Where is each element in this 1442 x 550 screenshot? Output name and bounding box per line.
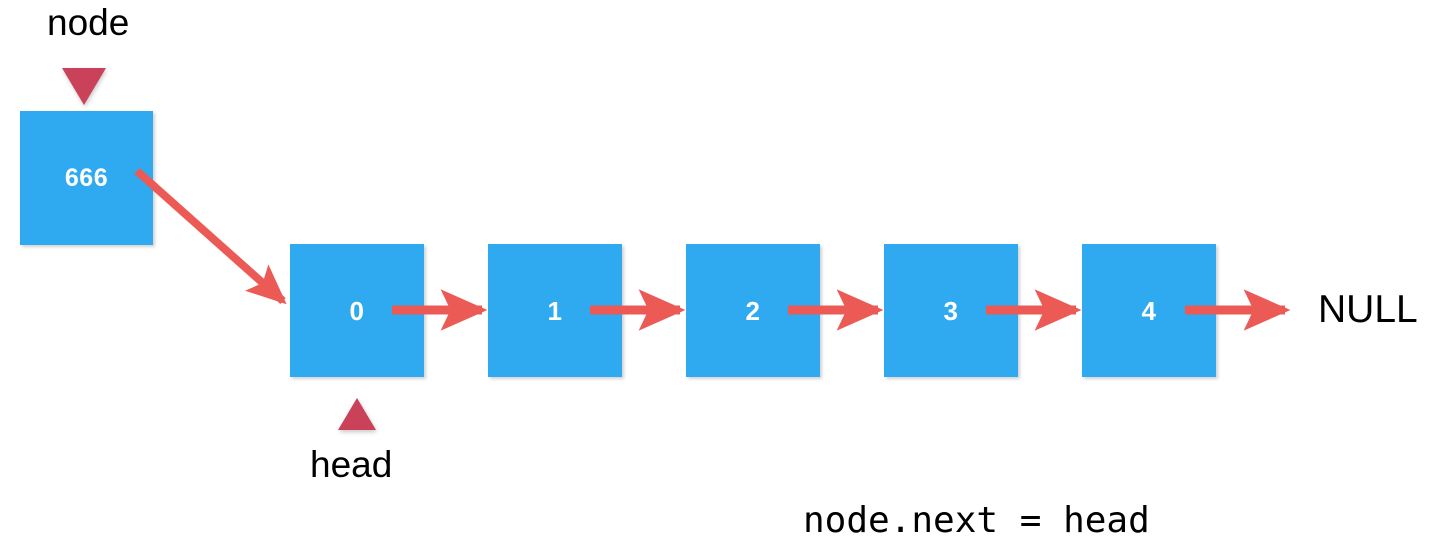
list-node-2[interactable]: 2 — [686, 244, 820, 377]
list-node-4-value: 4 — [1141, 295, 1157, 326]
list-node-3[interactable]: 3 — [884, 244, 1018, 377]
node-pointer-triangle-icon — [62, 68, 106, 105]
list-node-1-value: 1 — [547, 295, 563, 326]
head-pointer-label: head — [310, 444, 393, 485]
operation-caption: node.next = head — [803, 500, 1150, 541]
list-node-4[interactable]: 4 — [1082, 244, 1216, 377]
list-node-2-value: 2 — [745, 295, 761, 326]
null-terminator-label: NULL — [1318, 288, 1418, 331]
list-node-0[interactable]: 0 — [290, 244, 424, 377]
list-node-1[interactable]: 1 — [488, 244, 622, 377]
node-pointer-label: node — [47, 2, 130, 43]
arrow-node-to-head — [134, 168, 287, 305]
detached-node[interactable]: 666 — [20, 111, 153, 245]
head-pointer-triangle-icon — [338, 398, 376, 430]
list-node-3-value: 3 — [943, 295, 959, 326]
list-node-0-value: 0 — [349, 295, 365, 326]
detached-node-value: 666 — [64, 163, 109, 192]
